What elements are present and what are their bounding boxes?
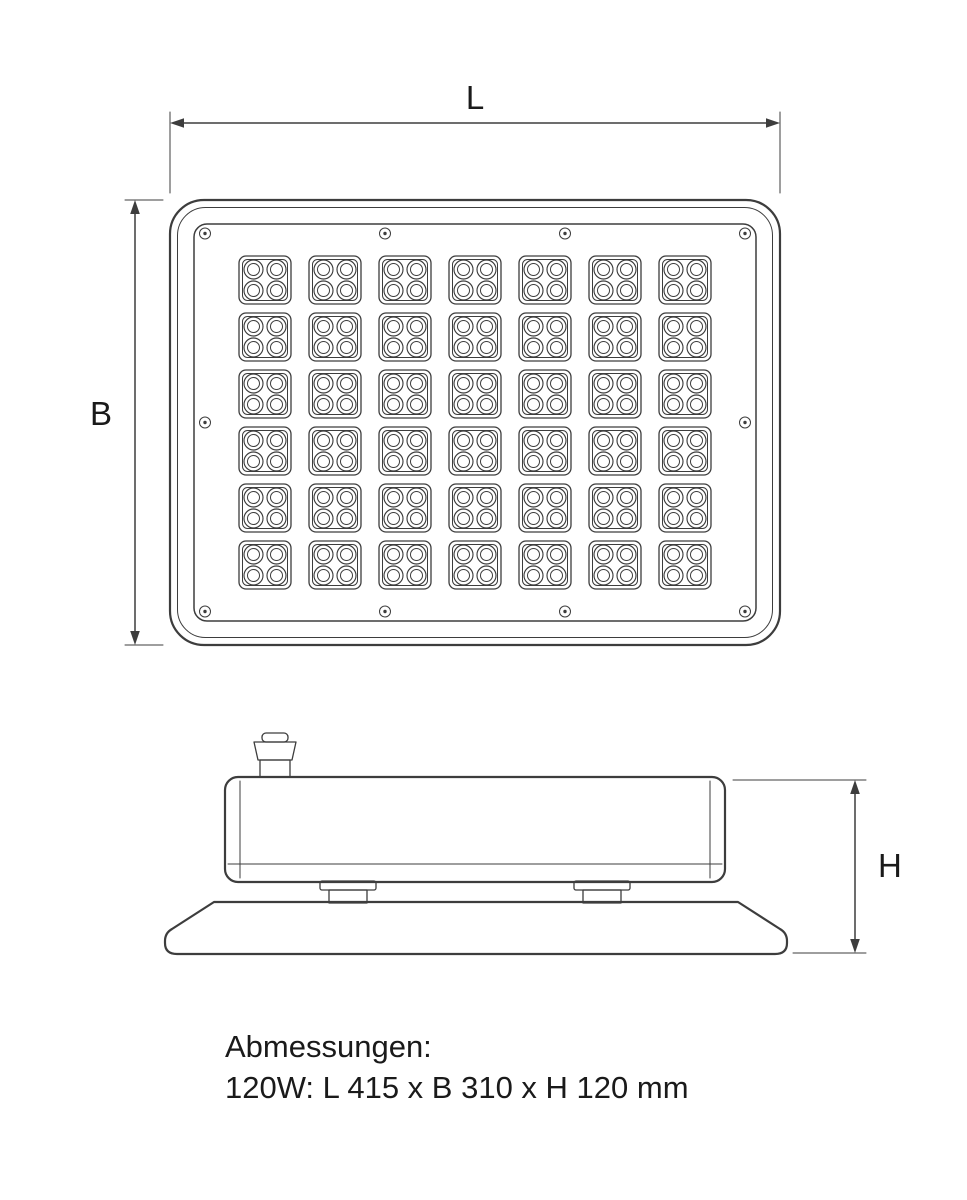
led-module [658,312,712,362]
front-panel [193,223,757,622]
led-module [658,426,712,476]
led-module [378,255,432,305]
led-module [588,426,642,476]
led-module-grid [238,255,712,590]
housing-outer-contour [168,198,782,647]
led-module [238,369,292,419]
led-module [378,483,432,533]
arrowhead-right-icon [766,118,780,128]
led-module [448,255,502,305]
led-module [448,369,502,419]
led-module [518,426,572,476]
led-module [518,255,572,305]
led-module [588,369,642,419]
led-module [588,255,642,305]
led-module [518,540,572,590]
dimension-length: L [169,79,781,194]
led-module [658,483,712,533]
led-module [588,483,642,533]
led-module [308,255,362,305]
extension-lines-height [732,779,867,954]
led-module [448,312,502,362]
led-module [518,369,572,419]
arrowhead-down-icon [850,939,860,953]
led-module [448,426,502,476]
mounting-stem-left [319,880,377,904]
led-module [308,483,362,533]
led-module [448,483,502,533]
caption-dimensions: 120W: L 415 x B 310 x H 120 mm [225,1070,689,1105]
caption-block: Abmessungen: 120W: L 415 x B 310 x H 120… [225,1029,689,1105]
screw [199,227,211,240]
screw [559,227,571,240]
led-module [378,426,432,476]
dim-label-width: B [90,395,112,432]
screw [739,605,751,618]
led-module [518,483,572,533]
cable-gland [253,732,297,778]
led-module [658,255,712,305]
led-module [588,312,642,362]
led-module [378,540,432,590]
housing-inner-contour [177,207,773,638]
led-module [238,426,292,476]
screw [199,605,211,618]
housing-body [223,775,727,884]
screw-holes [199,227,751,618]
mounting-stem-right [573,880,631,904]
mounting-bracket [163,900,789,956]
led-module [238,312,292,362]
led-module [448,540,502,590]
arrowhead-up-icon [130,200,140,214]
led-module [308,426,362,476]
led-module [588,540,642,590]
screw [199,416,211,429]
led-module [308,312,362,362]
dim-label-height: H [878,847,902,884]
dimension-width: B [90,199,164,646]
screw [739,227,751,240]
arrowhead-up-icon [850,780,860,794]
led-module [238,483,292,533]
led-module [378,369,432,419]
led-module [308,369,362,419]
dim-label-length: L [466,79,484,116]
led-module [238,540,292,590]
screw [379,227,391,240]
arrowhead-down-icon [130,631,140,645]
arrowhead-left-icon [170,118,184,128]
led-module [518,312,572,362]
led-module [658,540,712,590]
led-module [658,369,712,419]
top-view [168,198,782,647]
led-module [378,312,432,362]
side-view [163,732,789,956]
screw [559,605,571,618]
dimension-height: H [732,779,902,954]
caption-title: Abmessungen: [225,1029,432,1064]
led-module [238,255,292,305]
extension-lines-width [124,199,164,646]
led-module [308,540,362,590]
extension-lines-length [169,111,781,194]
screw [379,605,391,618]
screw [739,416,751,429]
